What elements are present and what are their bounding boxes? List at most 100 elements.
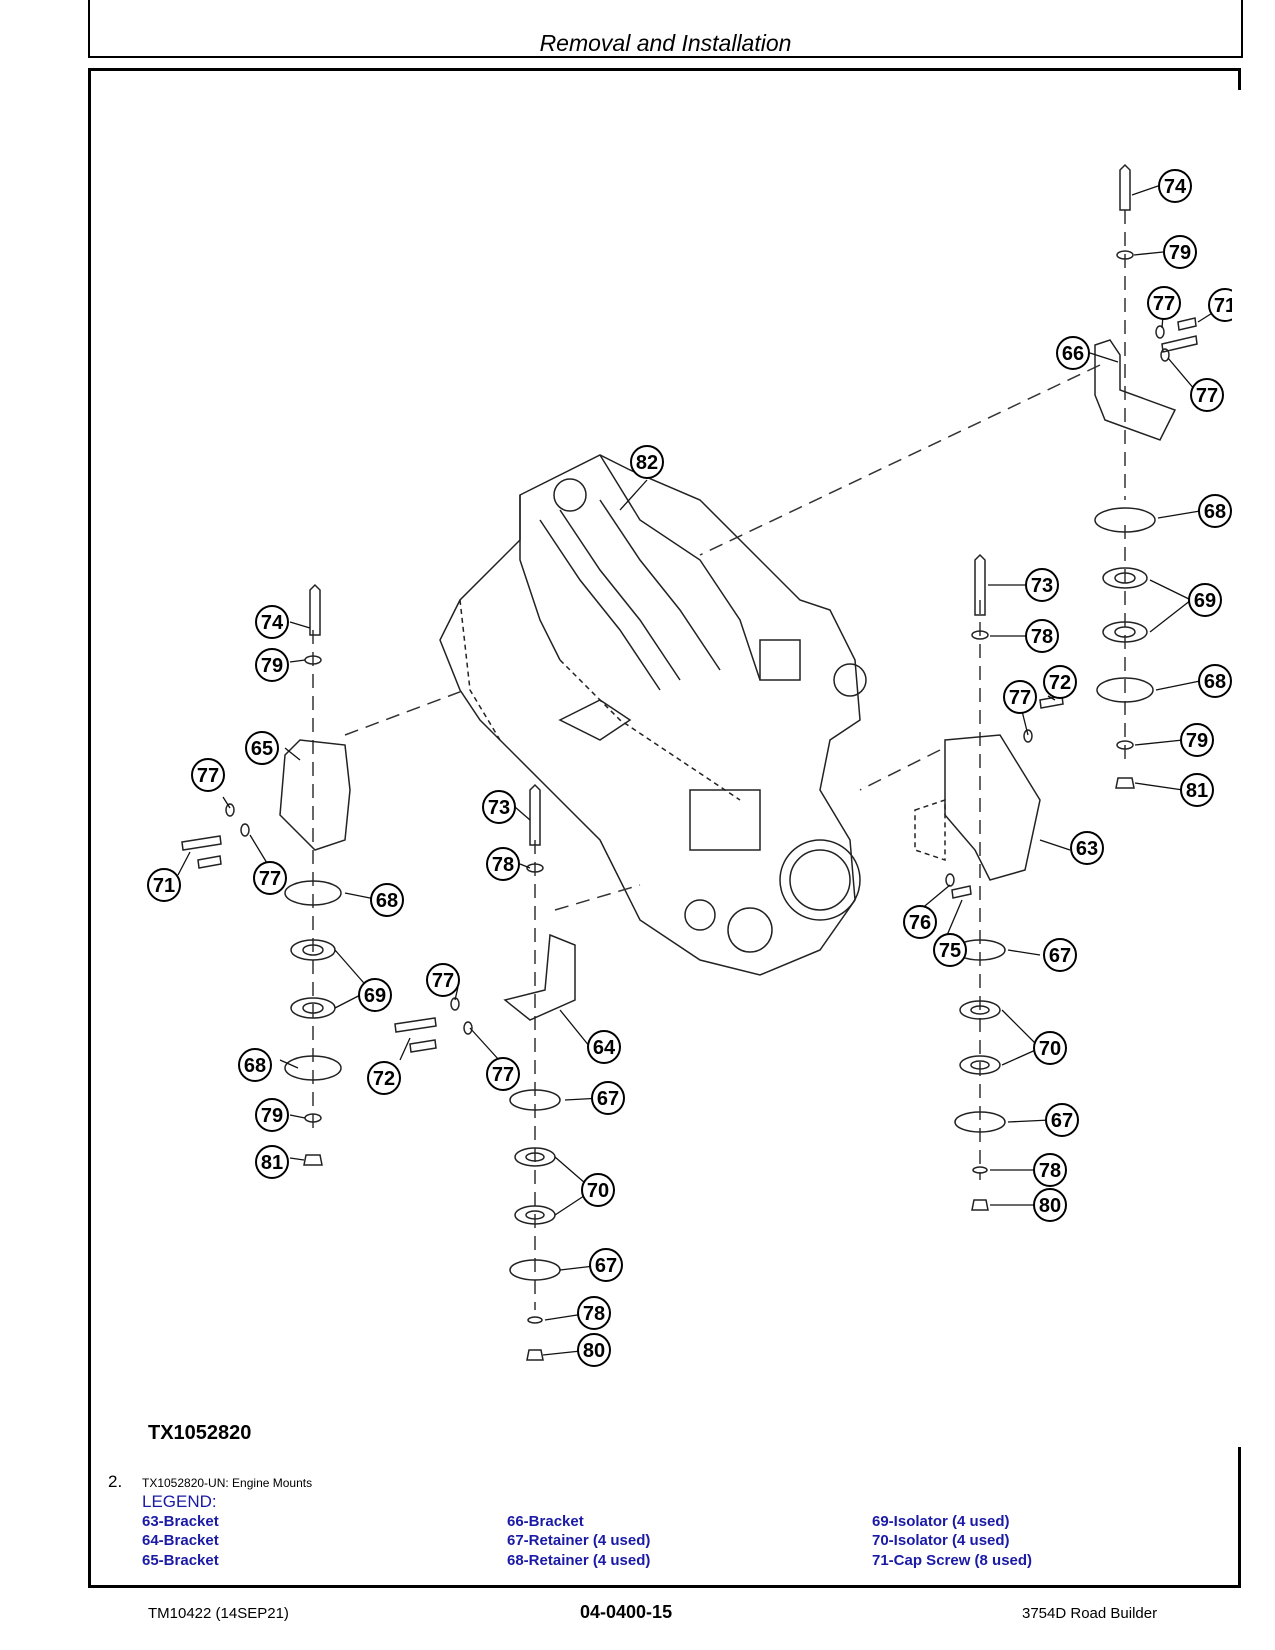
svg-text:70: 70 <box>587 1180 609 1202</box>
svg-text:63: 63 <box>1076 838 1098 860</box>
svg-text:77: 77 <box>1009 687 1031 709</box>
callout-80: 80 <box>577 1333 611 1367</box>
svg-text:77: 77 <box>259 868 281 890</box>
callout-75: 75 <box>933 933 967 967</box>
svg-text:80: 80 <box>1039 1195 1061 1217</box>
callout-67: 67 <box>1043 938 1077 972</box>
callout-70: 70 <box>581 1173 615 1207</box>
page-header-title: Removal and Installation <box>539 30 792 56</box>
figure-frame-right <box>1238 68 1241 90</box>
svg-text:78: 78 <box>492 854 514 876</box>
svg-text:68: 68 <box>244 1055 266 1077</box>
legend-item: 69-Isolator (4 used) <box>872 1513 1010 1530</box>
figure-frame-left <box>88 68 91 1588</box>
svg-text:72: 72 <box>373 1068 395 1090</box>
callout-68: 68 <box>238 1048 272 1082</box>
figure-frame-right-lower <box>1238 1447 1241 1588</box>
svg-text:78: 78 <box>1039 1160 1061 1182</box>
svg-text:67: 67 <box>1049 945 1071 967</box>
callout-77: 77 <box>486 1057 520 1091</box>
footer-page-number: 04-0400-15 <box>580 1602 673 1622</box>
legend-heading: LEGEND: <box>142 1492 217 1511</box>
callout-77: 77 <box>1147 286 1181 320</box>
callout-67: 67 <box>591 1081 625 1115</box>
svg-text:74: 74 <box>261 612 284 634</box>
callout-71: 71 <box>147 868 181 902</box>
svg-text:69: 69 <box>1194 590 1216 612</box>
step-number: 2. <box>108 1472 123 1491</box>
legend-item: 63-Bracket <box>142 1513 219 1530</box>
callout-leaders <box>177 185 1226 1356</box>
legend-item: 67-Retainer (4 used) <box>507 1532 651 1549</box>
svg-text:65: 65 <box>251 738 273 760</box>
callout-78: 78 <box>577 1296 611 1330</box>
svg-text:75: 75 <box>939 940 961 962</box>
callout-73: 73 <box>1025 568 1059 602</box>
callout-80: 80 <box>1033 1188 1067 1222</box>
callout-77: 77 <box>253 861 287 895</box>
callout-67: 67 <box>589 1248 623 1282</box>
engine-mounts-drawing: 74 79 77 71 66 77 82 68 69 68 79 81 73 7… <box>147 163 1232 1367</box>
footer-manual-id: TM10422 (14SEP21) <box>148 1605 289 1622</box>
svg-text:67: 67 <box>597 1088 619 1110</box>
svg-text:66: 66 <box>1062 343 1084 365</box>
callout-79: 79 <box>255 1098 289 1132</box>
callout-78: 78 <box>1033 1153 1067 1187</box>
callout-81: 81 <box>255 1145 289 1179</box>
callout-68: 68 <box>1198 494 1232 528</box>
callout-77: 77 <box>426 963 460 997</box>
callout-79: 79 <box>1180 723 1214 757</box>
callout-81: 81 <box>1180 773 1214 807</box>
callout-77: 77 <box>1190 378 1224 412</box>
callout-76: 76 <box>903 905 937 939</box>
legend-item: 68-Retainer (4 used) <box>507 1552 651 1569</box>
svg-text:71: 71 <box>153 875 175 897</box>
callout-69: 69 <box>358 978 392 1012</box>
svg-text:64: 64 <box>593 1037 616 1059</box>
legend-item: 70-Isolator (4 used) <box>872 1532 1010 1549</box>
svg-text:70: 70 <box>1039 1038 1061 1060</box>
svg-text:77: 77 <box>1196 385 1218 407</box>
figure-caption: TX1052820-UN: Engine Mounts <box>142 1476 313 1490</box>
svg-text:77: 77 <box>492 1064 514 1086</box>
callout-73: 73 <box>482 790 516 824</box>
callout-63: 63 <box>1070 831 1104 865</box>
svg-text:76: 76 <box>909 912 931 934</box>
svg-text:67: 67 <box>595 1255 617 1277</box>
callout-74: 74 <box>255 605 289 639</box>
svg-text:78: 78 <box>583 1303 605 1325</box>
svg-text:68: 68 <box>1204 671 1226 693</box>
callout-77: 77 <box>1003 680 1037 714</box>
callout-69: 69 <box>1188 583 1222 617</box>
footer-machine-name: 3754D Road Builder <box>1022 1605 1158 1622</box>
callout-74: 74 <box>1158 169 1192 203</box>
legend-item: 64-Bracket <box>142 1532 219 1549</box>
callout-77: 77 <box>191 758 225 792</box>
callout-68: 68 <box>1198 664 1232 698</box>
callout-70: 70 <box>1033 1031 1067 1065</box>
legend-item: 71-Cap Screw (8 used) <box>872 1552 1033 1569</box>
figure-id: TX1052820 <box>148 1422 252 1444</box>
svg-text:79: 79 <box>261 1105 283 1127</box>
svg-text:79: 79 <box>1186 730 1208 752</box>
callout-82: 82 <box>630 445 664 479</box>
svg-text:72: 72 <box>1049 672 1071 694</box>
callout-79: 79 <box>255 648 289 682</box>
callout-72: 72 <box>1043 665 1077 699</box>
page-header-box: Removal and Installation <box>88 0 1243 58</box>
svg-text:81: 81 <box>1186 780 1208 802</box>
callout-72: 72 <box>367 1061 401 1095</box>
callout-64: 64 <box>587 1030 621 1064</box>
svg-text:79: 79 <box>261 655 283 677</box>
svg-text:80: 80 <box>583 1340 605 1362</box>
callout-78: 78 <box>486 847 520 881</box>
callout-67: 67 <box>1045 1103 1079 1137</box>
callout-79: 79 <box>1163 235 1197 269</box>
svg-text:73: 73 <box>1031 575 1053 597</box>
svg-text:77: 77 <box>197 765 219 787</box>
svg-text:77: 77 <box>432 970 454 992</box>
svg-text:74: 74 <box>1164 176 1187 198</box>
callout-68: 68 <box>370 883 404 917</box>
callout-71: 71 <box>1208 288 1232 322</box>
svg-text:71: 71 <box>1214 295 1232 317</box>
